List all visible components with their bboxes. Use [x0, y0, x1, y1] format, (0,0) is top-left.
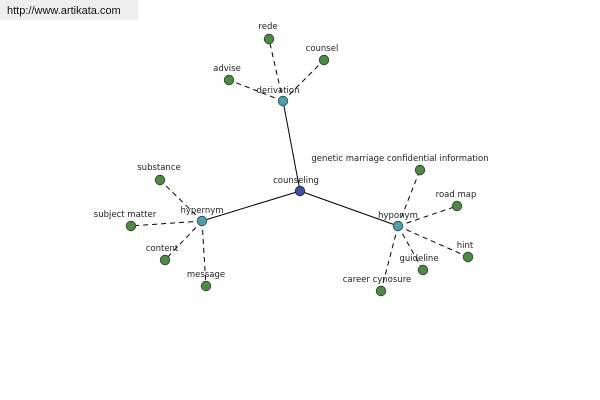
- edge-genetic-marriage-confidential-information: [397, 169, 421, 227]
- edge-content: [164, 220, 203, 261]
- edges: [130, 38, 469, 292]
- label-hint: hint: [457, 241, 474, 251]
- node-guideline[interactable]: [417, 264, 429, 276]
- label-counsel: counsel: [306, 44, 339, 54]
- node-root[interactable]: [294, 185, 306, 197]
- edge-hypernym: [201, 190, 301, 222]
- edge-derivation: [282, 100, 301, 192]
- node-career-cynosure[interactable]: [375, 285, 387, 297]
- node-road-map[interactable]: [451, 200, 463, 212]
- node-derivation[interactable]: [277, 95, 289, 107]
- label-career-cynosure: career cynosure: [343, 275, 412, 285]
- node-hypernym[interactable]: [196, 215, 208, 227]
- edge-career-cynosure: [380, 225, 399, 292]
- label-hyponym: hyponym: [378, 211, 418, 221]
- node-subject-matter[interactable]: [125, 220, 137, 232]
- node-hyponym[interactable]: [392, 220, 404, 232]
- node-message[interactable]: [200, 280, 212, 292]
- label-road-map: road map: [436, 190, 477, 200]
- edge-substance: [159, 179, 203, 222]
- edge-hint: [397, 225, 469, 258]
- label-rede: rede: [258, 22, 277, 32]
- label-message: message: [187, 270, 225, 280]
- edge-hyponym: [299, 190, 399, 227]
- nodes: [125, 33, 474, 297]
- url-link[interactable]: http://www.artikata.com: [7, 5, 121, 17]
- label-derivation: derivation: [256, 86, 299, 96]
- label-content: content: [146, 244, 179, 254]
- edge-counsel: [282, 59, 325, 102]
- label-guideline: guideline: [399, 254, 438, 264]
- node-substance[interactable]: [154, 174, 166, 186]
- label-hypernym: hypernym: [180, 206, 223, 216]
- label-subject-matter: subject matter: [94, 210, 157, 220]
- node-hint[interactable]: [462, 251, 474, 263]
- node-content[interactable]: [159, 254, 171, 266]
- edge-rede: [268, 38, 284, 102]
- label-advise: advise: [213, 64, 241, 74]
- edge-road-map: [397, 205, 458, 227]
- label-root: counseling: [273, 176, 319, 186]
- edge-subject-matter: [130, 220, 203, 227]
- node-genetic-marriage-confidential-information[interactable]: [414, 164, 426, 176]
- node-rede[interactable]: [263, 33, 275, 45]
- labels: rede counsel advise derivation substance subj…: [94, 22, 489, 285]
- node-advise[interactable]: [223, 74, 235, 86]
- edge-advise: [228, 79, 284, 102]
- edge-message: [201, 220, 207, 287]
- url-banner: http://www.artikata.com: [0, 0, 138, 20]
- label-substance: substance: [137, 163, 180, 173]
- node-counsel[interactable]: [318, 54, 330, 66]
- label-genetic-marriage-confidential-information: genetic marriage confidential informatio…: [311, 154, 488, 164]
